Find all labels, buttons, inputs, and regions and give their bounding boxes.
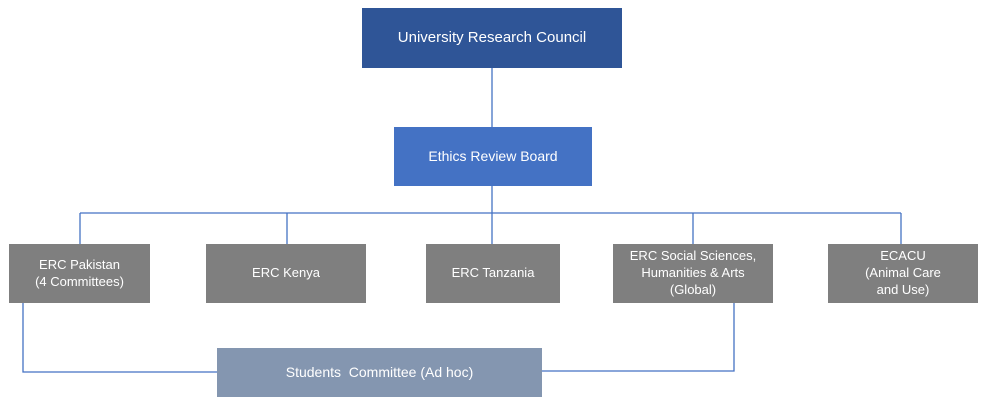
node-erc-tanzania: ERC Tanzania [426,244,560,303]
connector-socialsciences-to-students [542,303,735,372]
node-erc-pakistan: ERC Pakistan (4 Committees) [9,244,150,303]
node-students-committee: Students Committee (Ad hoc) [217,348,542,397]
node-erc-social-sciences: ERC Social Sciences, Humanities & Arts (… [613,244,773,303]
node-erc-kenya: ERC Kenya [206,244,366,303]
node-university-research-council: University Research Council [362,8,622,68]
node-ethics-review-board: Ethics Review Board [394,127,592,186]
node-ecacu: ECACU (Animal Care and Use) [828,244,978,303]
connector-pakistan-to-students [22,303,217,373]
